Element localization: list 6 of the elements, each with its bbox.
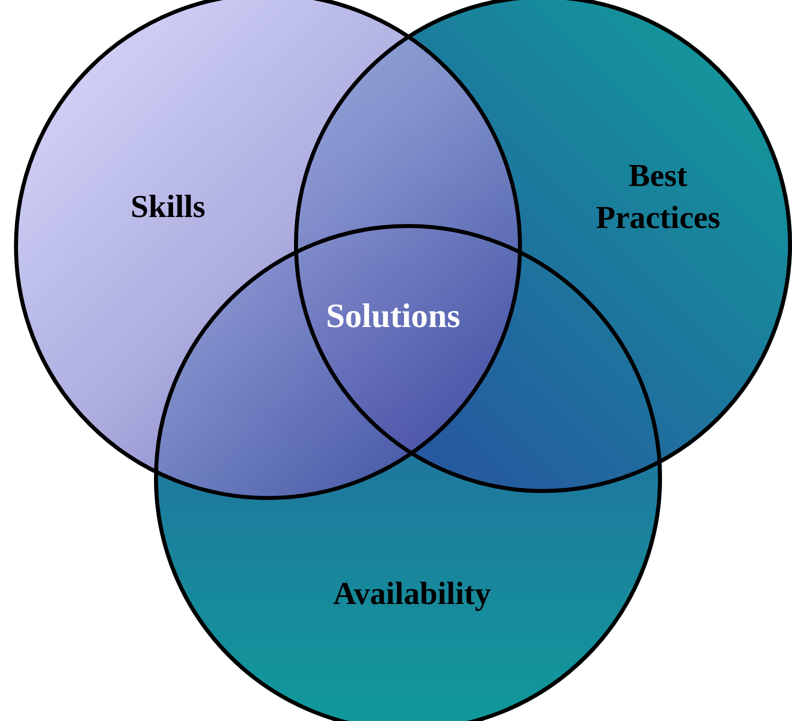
circle-label: Skills: [130, 187, 206, 226]
circle-label: Availability: [332, 574, 492, 613]
venn-circle: [294, 0, 792, 493]
intersection-label: Solutions: [326, 298, 460, 336]
circle-label: Best Practices: [594, 156, 722, 237]
venn-circle: [14, 0, 522, 500]
